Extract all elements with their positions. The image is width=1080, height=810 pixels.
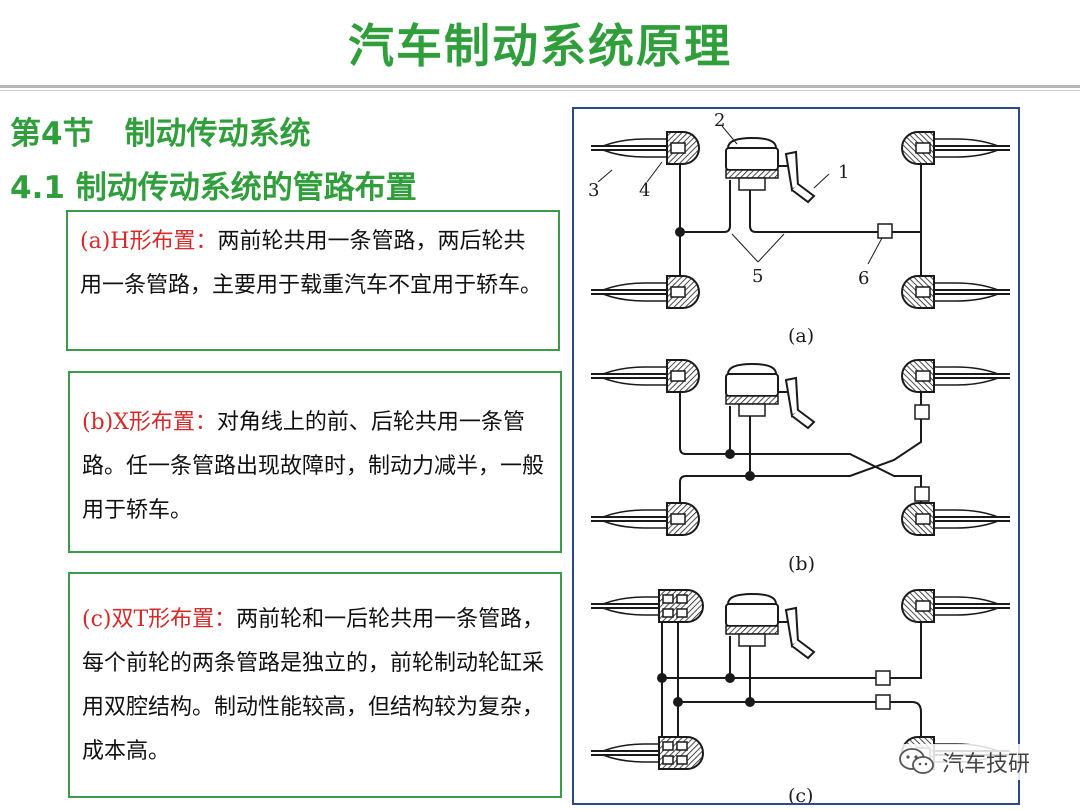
master-cylinder-a (725, 137, 815, 203)
slide-title: 汽车制动系统原理 (348, 19, 732, 73)
card-double-t-text: 两前轮和一后轮共用一条管路，每个前轮的两条管路是独立的，前轮制动轮缸采用双腔结构… (82, 607, 545, 764)
watermark: 汽车技研 (898, 744, 1035, 780)
diagram-a-callouts: 1 2 3 4 5 6 (a) (588, 110, 869, 347)
master-cylinder-b (725, 363, 815, 429)
wheel-front-left-c (590, 589, 704, 623)
valve-a (877, 223, 893, 239)
section-heading: 第4节 制动传动系统 (10, 116, 311, 152)
callout-3: 3 (588, 180, 599, 201)
card-double-t-layout: (c)双T形布置：两前轮和一后轮共用一条管路，每个前轮的两条管路是独立的，前轮制… (68, 572, 562, 798)
callout-6: 6 (858, 268, 869, 289)
card-h-layout: (a)H形布置：两前轮共用一条管路，两后轮共用一条管路，主要用于载重汽车不宜用于… (66, 210, 560, 351)
callout-4: 4 (639, 180, 650, 201)
valve-c-2 (875, 694, 891, 710)
callout-1: 1 (838, 162, 849, 183)
caption-a: (a) (788, 325, 814, 347)
caption-b: (b) (788, 553, 815, 575)
diagram-b (590, 359, 1010, 536)
title-divider (0, 85, 1080, 88)
card-h-label: (a)H形布置： (80, 229, 218, 254)
card-h-text: 两前轮共用一条管路，两后轮共用一条管路，主要用于载重汽车不宜用于轿车。 (80, 229, 543, 298)
watermark-text: 汽车技研 (942, 752, 1031, 777)
brake-layout-diagram: 1 2 3 4 5 6 (a) (b) (572, 107, 1020, 807)
card-x-text: 对角线上的前、后轮共用一条管路。任一条管路出现故障时，制动力减半，一般用于轿车。 (82, 410, 545, 523)
card-x-layout: (b)X形布置：对角线上的前、后轮共用一条管路。任一条管路出现故障时，制动力减半… (68, 371, 562, 553)
wheel-front-left-b (590, 359, 700, 393)
wheel-rear-left-a (590, 275, 700, 309)
title-divider-thin (0, 90, 1080, 91)
wheel-front-right-b (902, 360, 1010, 392)
wheel-rear-right-b (902, 503, 1010, 535)
wheel-rear-left-b (590, 502, 700, 536)
valve-c-1 (875, 670, 891, 686)
subsection-heading: 4.1 制动传动系统的管路布置 (10, 170, 417, 206)
valve-b-1 (914, 404, 930, 420)
wechat-icon (899, 748, 934, 774)
wheel-rear-right-a (902, 276, 1010, 308)
card-x-label: (b)X形布置： (82, 410, 217, 435)
card-double-t-label: (c)双T形布置： (82, 607, 237, 632)
callout-2: 2 (714, 110, 725, 131)
callout-5: 5 (752, 266, 763, 287)
valve-b-2 (914, 486, 930, 502)
wheel-rear-left-c (590, 736, 704, 770)
master-cylinder-c (725, 593, 815, 659)
wheel-front-right-a (902, 132, 1010, 164)
caption-c: (c) (788, 785, 813, 803)
wheel-front-right-c (902, 590, 1010, 622)
diagram-c (590, 589, 1010, 770)
diagram-a (590, 125, 1010, 309)
wheel-front-left-a (590, 131, 700, 165)
